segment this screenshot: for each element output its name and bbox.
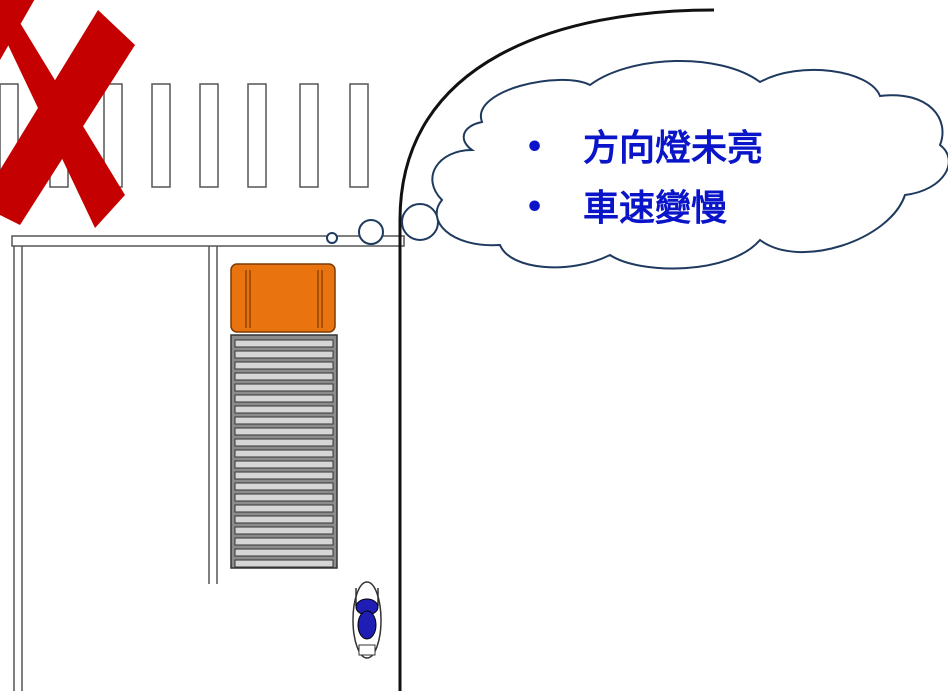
trailer-slat bbox=[234, 438, 334, 447]
lane-lines bbox=[13, 246, 218, 691]
trailer-slat bbox=[234, 526, 334, 535]
trailer-slat bbox=[234, 405, 334, 414]
bullet-icon: • bbox=[525, 190, 545, 225]
truck-icon bbox=[230, 263, 338, 569]
thought-item-label: 車速變慢 bbox=[583, 187, 728, 229]
thought-bubble-icon bbox=[431, 60, 948, 270]
trailer-slat bbox=[234, 339, 334, 348]
trailer-slat bbox=[234, 471, 334, 480]
x-mark-icon bbox=[0, 0, 135, 228]
trailer-slat bbox=[234, 416, 334, 425]
road-curb bbox=[398, 8, 715, 691]
trailer-slat bbox=[234, 482, 334, 491]
trailer-slat bbox=[234, 350, 334, 359]
trailer-slat bbox=[234, 548, 334, 557]
trailer-slat bbox=[234, 537, 334, 546]
thought-bubble-tail bbox=[326, 203, 439, 245]
trailer-slat bbox=[234, 394, 334, 403]
trailer-slat bbox=[234, 515, 334, 524]
trailer-slat bbox=[234, 504, 334, 513]
trailer-slat bbox=[234, 559, 334, 568]
trailer-slat bbox=[234, 493, 334, 502]
thought-item-slowing: • 車速變慢 bbox=[525, 178, 763, 238]
stop-line bbox=[11, 235, 405, 247]
trailer-slat bbox=[234, 372, 334, 381]
trailer-slat bbox=[234, 361, 334, 370]
thought-item-turn-signal: • 方向燈未亮 bbox=[525, 118, 763, 178]
trailer-slat bbox=[234, 383, 334, 392]
trailer-slat bbox=[234, 427, 334, 436]
thought-item-label: 方向燈未亮 bbox=[583, 127, 764, 169]
trailer-slat bbox=[234, 460, 334, 469]
bullet-icon: • bbox=[525, 130, 545, 165]
trailer-slat bbox=[234, 449, 334, 458]
thought-bubble-text: • 方向燈未亮 • 車速變慢 bbox=[525, 118, 763, 238]
motorcycle-icon bbox=[352, 581, 382, 659]
